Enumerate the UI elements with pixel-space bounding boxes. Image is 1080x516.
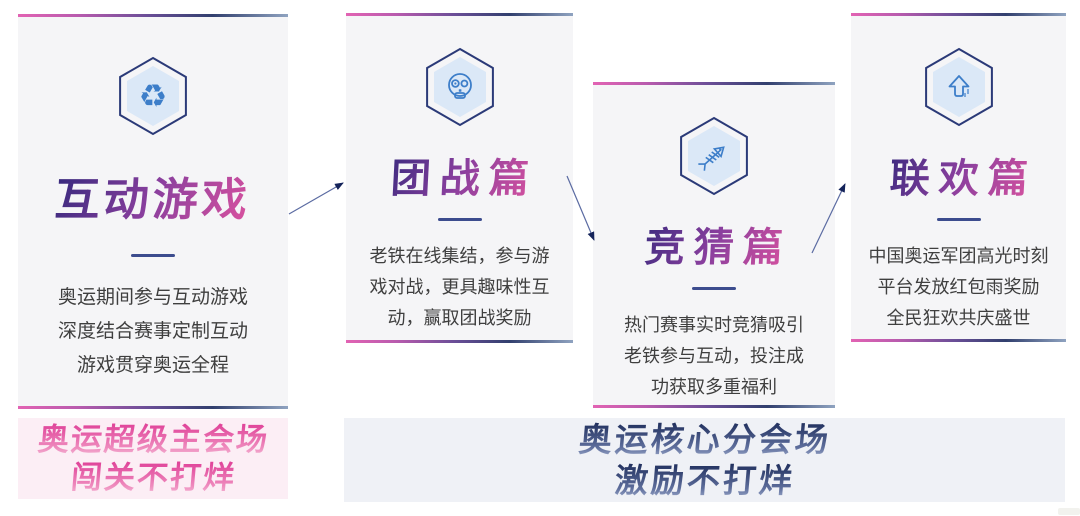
banner-line: 闯关不打烊 <box>69 459 238 495</box>
card-title: 互动游戏 <box>53 163 252 228</box>
card-gradient-bar-top <box>346 13 573 16</box>
title-divider <box>692 287 736 290</box>
card-body-line: 游戏贯穿奥运全程 <box>76 355 229 376</box>
recycle-icon: ♻ <box>116 55 190 137</box>
banner-main-venue: 奥运超级主会场 闯关不打烊 <box>18 418 288 499</box>
card-body: 奥运期间参与互动游戏 深度结合赛事定制互动 游戏贯穿奥运全程 <box>58 281 248 383</box>
card-gradient-bar-top <box>851 13 1066 16</box>
card-body-line: 老铁参与互动，投注成 <box>624 346 804 366</box>
card-gala: 联欢篇 中国奥运军团高光时刻 平台发放红包雨奖励 全民狂欢共庆盛世 <box>851 13 1066 342</box>
card-team-battle: 团战篇 老铁在线集结，参与游 戏对战，更具趣味性互 动，赢取团战奖励 <box>346 13 573 343</box>
banner-line: 奥运超级主会场 <box>36 421 271 457</box>
card-body-line: 热门赛事实时竞猜吸引 <box>624 315 804 335</box>
card-title: 联欢篇 <box>879 146 1038 204</box>
svg-text:♻: ♻ <box>139 77 168 115</box>
arrow-card1-to-card2 <box>288 182 344 215</box>
banner-sub-venue: 奥运核心分会场 激励不打烊 <box>344 418 1065 502</box>
card-body: 老铁在线集结，参与游 戏对战，更具趣味性互 动，赢取团战奖励 <box>370 241 550 334</box>
title-divider <box>936 218 981 221</box>
card-body-line: 中国奥运军团高光时刻 <box>868 246 1049 266</box>
card-title: 竞猜篇 <box>634 215 793 273</box>
card-body-line: 动，赢取团战奖励 <box>387 308 532 328</box>
card-body-line: 奥运期间参与互动游戏 <box>57 287 248 308</box>
fishbone-icon <box>677 115 751 197</box>
banner-line: 奥运核心分会场 <box>576 421 833 458</box>
title-divider <box>131 254 175 257</box>
card-body-line: 深度结合赛事定制互动 <box>57 321 248 342</box>
card-gradient-bar-bottom <box>18 406 288 409</box>
card-body: 中国奥运军团高光时刻 平台发放红包雨奖励 全民狂欢共庆盛世 <box>869 241 1049 334</box>
card-body-line: 平台发放红包雨奖励 <box>877 277 1040 297</box>
card-gradient-bar-bottom <box>346 340 573 343</box>
card-body-line: 全民狂欢共庆盛世 <box>886 308 1031 328</box>
card-gradient-bar-top <box>593 82 835 85</box>
card-body: 热门赛事实时竞猜吸引 老铁参与互动，投注成 功获取多重福利 <box>624 310 804 403</box>
card-gradient-bar-top <box>18 14 288 17</box>
title-divider <box>437 218 482 221</box>
card-body-line: 老铁在线集结，参与游 <box>369 246 550 266</box>
banner-line: 激励不打烊 <box>612 462 797 499</box>
card-betting: 竞猜篇 热门赛事实时竞猜吸引 老铁参与互动，投注成 功获取多重福利 <box>593 82 835 408</box>
card-title: 团战篇 <box>380 146 539 204</box>
card-body-line: 戏对战，更具趣味性互 <box>369 277 550 297</box>
card-gradient-bar-bottom <box>851 339 1066 342</box>
watermark-remnant <box>1058 508 1080 515</box>
card-body-line: 功获取多重福利 <box>651 377 777 397</box>
skull-icon <box>423 46 497 128</box>
arrow-up-icon <box>922 46 996 128</box>
card-gradient-bar-bottom <box>593 405 835 408</box>
card-interactive-games: ♻ 互动游戏 奥运期间参与互动游戏 深度结合赛事定制互动 游戏贯穿奥运全程 <box>18 14 288 409</box>
